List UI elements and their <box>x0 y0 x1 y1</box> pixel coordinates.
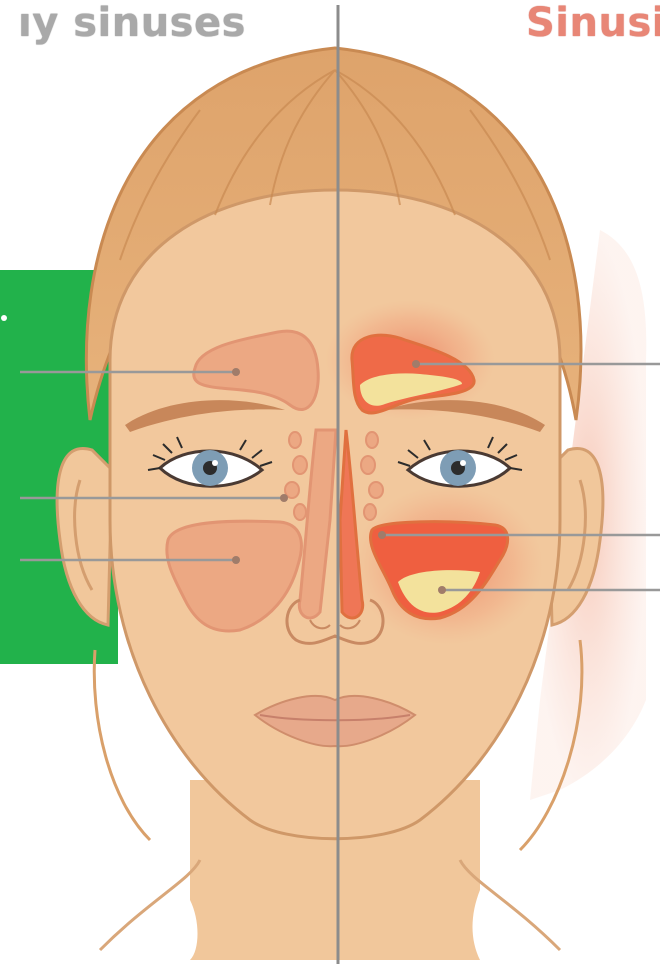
title-sinusitis: Sinusi <box>526 0 660 46</box>
title-healthy-sinuses: ıy sinuses <box>18 0 246 46</box>
